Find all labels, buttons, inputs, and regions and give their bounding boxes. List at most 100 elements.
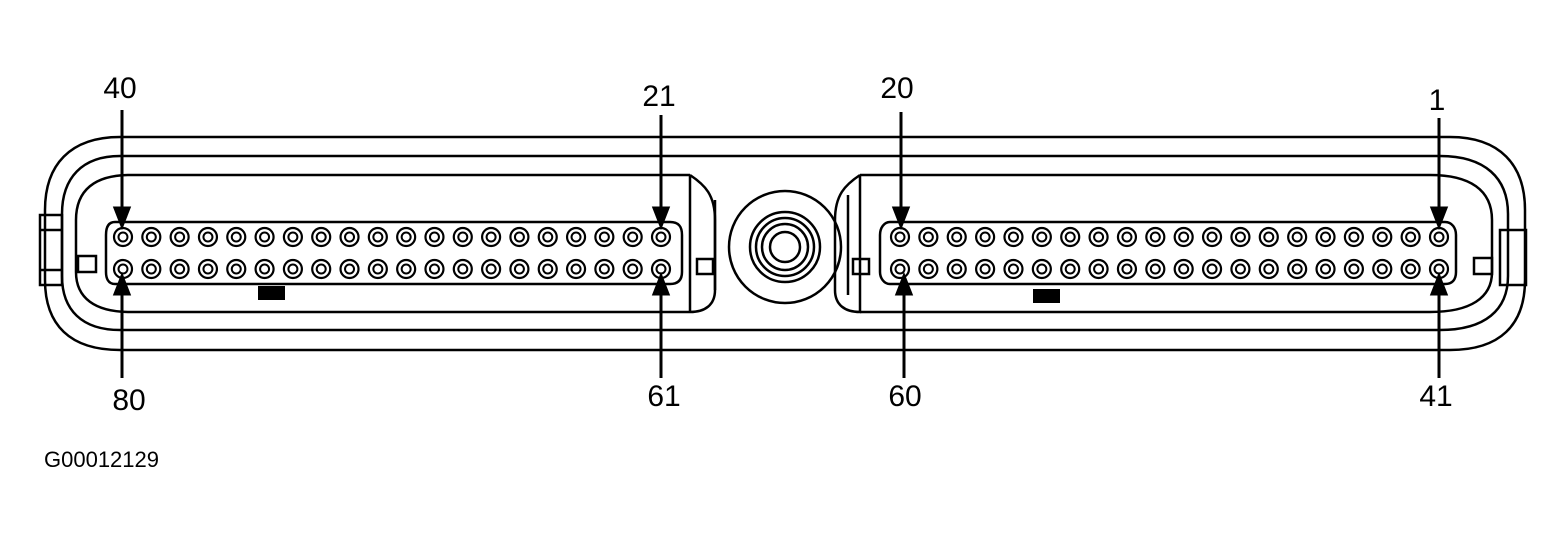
left-bottom-pin-hole-9 (344, 263, 356, 275)
left-top-pin-hole-10 (372, 231, 384, 243)
pin-label-41: 41 (1419, 380, 1452, 413)
left-bottom-pin-8 (311, 258, 332, 280)
right-bottom-pin-3 (946, 258, 967, 280)
pin-label-80: 80 (112, 384, 145, 417)
left-top-pin-hole-12 (428, 231, 440, 243)
right-top-pin-hole-5 (1007, 231, 1019, 243)
right-bottom-pin-16 (1315, 258, 1336, 280)
left-top-pin-8 (311, 226, 332, 248)
left-top-pin-4 (197, 226, 219, 248)
center-socket (688, 173, 871, 314)
left-bottom-pin-hole-18 (598, 263, 610, 275)
left-bottom-pin-9 (339, 258, 360, 280)
right-top-pin-5 (1003, 226, 1024, 248)
left-bottom-pin-18 (594, 258, 615, 280)
left-bottom-pin-2 (141, 258, 162, 280)
left-bottom-pin-hole-15 (513, 263, 525, 275)
right-top-pin-hole-16 (1320, 231, 1332, 243)
left-top-pin-5 (226, 226, 247, 248)
right-bottom-pin-12 (1201, 258, 1223, 280)
pin-label-1: 1 (1429, 84, 1446, 117)
figure-id: G00012129 (44, 447, 159, 472)
right-bottom-pin-14 (1258, 258, 1279, 280)
left-bottom-pin-hole-13 (457, 263, 469, 275)
left-top-pin-2 (141, 226, 162, 248)
pin-label-21: 21 (642, 80, 675, 113)
right-bottom-pin-hole-6 (1036, 263, 1048, 275)
right-top-pin-hole-8 (1093, 231, 1105, 243)
left-top-pin-14 (481, 226, 502, 248)
right-bottom-pin-2 (918, 258, 939, 280)
right-bottom-pin-hole-8 (1093, 263, 1105, 275)
left-bottom-pin-19 (622, 258, 643, 280)
right-bottom-pin-4 (975, 258, 996, 280)
right-top-pin-hole-20 (1433, 231, 1445, 243)
right-bottom-pin-6 (1031, 258, 1052, 280)
left-bottom-pin-row (112, 258, 672, 280)
right-top-pin-hole-9 (1121, 231, 1133, 243)
right-top-pin-19 (1400, 226, 1421, 248)
left-bottom-pin-17 (565, 258, 587, 280)
right-top-pin-17 (1343, 226, 1364, 248)
right-pin-block (878, 220, 1458, 286)
right-top-pin-7 (1060, 226, 1081, 248)
right-top-pin-row (889, 226, 1450, 248)
right-bottom-pin-hole-16 (1320, 263, 1332, 275)
right-bottom-pin-5 (1003, 258, 1024, 280)
right-top-pin-hole-15 (1291, 231, 1303, 243)
right-top-pin-hole-13 (1234, 231, 1246, 243)
left-top-pin-hole-2 (145, 231, 157, 243)
left-top-pin-hole-20 (655, 231, 667, 243)
right-top-pin-hole-3 (951, 231, 963, 243)
right-bottom-pin-hole-13 (1234, 263, 1246, 275)
left-pin-block (104, 220, 684, 286)
left-bottom-pin-hole-17 (570, 263, 582, 275)
left-top-pin-hole-18 (598, 231, 610, 243)
right-top-pin-18 (1372, 226, 1393, 248)
right-top-pin-13 (1230, 226, 1251, 248)
left-bottom-pin-12 (424, 258, 445, 280)
right-top-pin-hole-10 (1149, 231, 1161, 243)
left-top-pin-19 (622, 226, 643, 248)
left-top-pin-15 (509, 226, 530, 248)
left-top-pin-13 (452, 226, 473, 248)
right-bottom-pin-hole-4 (979, 263, 991, 275)
left-top-pin-11 (396, 226, 417, 248)
left-top-pin-hole-19 (627, 231, 639, 243)
left-top-pin-12 (424, 226, 445, 248)
left-top-pin-10 (367, 226, 388, 248)
left-top-pin-hole-16 (542, 231, 554, 243)
left-bottom-pin-15 (509, 258, 530, 280)
right-bottom-pin-hole-18 (1376, 263, 1388, 275)
right-top-pin-8 (1088, 226, 1109, 248)
right-top-pin-hole-11 (1178, 231, 1190, 243)
right-bottom-pin-10 (1145, 258, 1166, 280)
left-bottom-pin-6 (254, 258, 275, 280)
right-bottom-pin-hole-17 (1348, 263, 1360, 275)
left-top-pin-17 (565, 226, 587, 248)
right-bottom-pin-hole-12 (1206, 263, 1218, 275)
right-bottom-pin-19 (1400, 258, 1421, 280)
right-top-pin-15 (1287, 226, 1308, 248)
left-top-pin-hole-17 (570, 231, 582, 243)
right-bottom-pin-hole-3 (951, 263, 963, 275)
right-bottom-pin-hole-7 (1064, 263, 1076, 275)
left-bottom-pin-hole-2 (145, 263, 157, 275)
left-top-pin-hole-3 (174, 231, 186, 243)
left-bottom-pin-hole-12 (428, 263, 440, 275)
right-bottom-pin-hole-14 (1263, 263, 1275, 275)
right-top-pin-1 (889, 226, 911, 248)
right-bottom-pin-hole-5 (1007, 263, 1019, 275)
left-bottom-pin-11 (396, 258, 417, 280)
right-bottom-pin-7 (1060, 258, 1081, 280)
right-key-tab (1033, 289, 1060, 303)
left-bottom-pin-hole-8 (315, 263, 327, 275)
right-top-pin-hole-12 (1206, 231, 1218, 243)
right-bottom-pin-hole-9 (1121, 263, 1133, 275)
right-top-pin-hole-1 (894, 231, 906, 243)
left-top-pin-hole-8 (315, 231, 327, 243)
left-bottom-pin-3 (169, 258, 190, 280)
right-top-pin-20 (1428, 226, 1450, 248)
connector-housing (38, 135, 1528, 352)
left-bottom-pin-5 (226, 258, 247, 280)
